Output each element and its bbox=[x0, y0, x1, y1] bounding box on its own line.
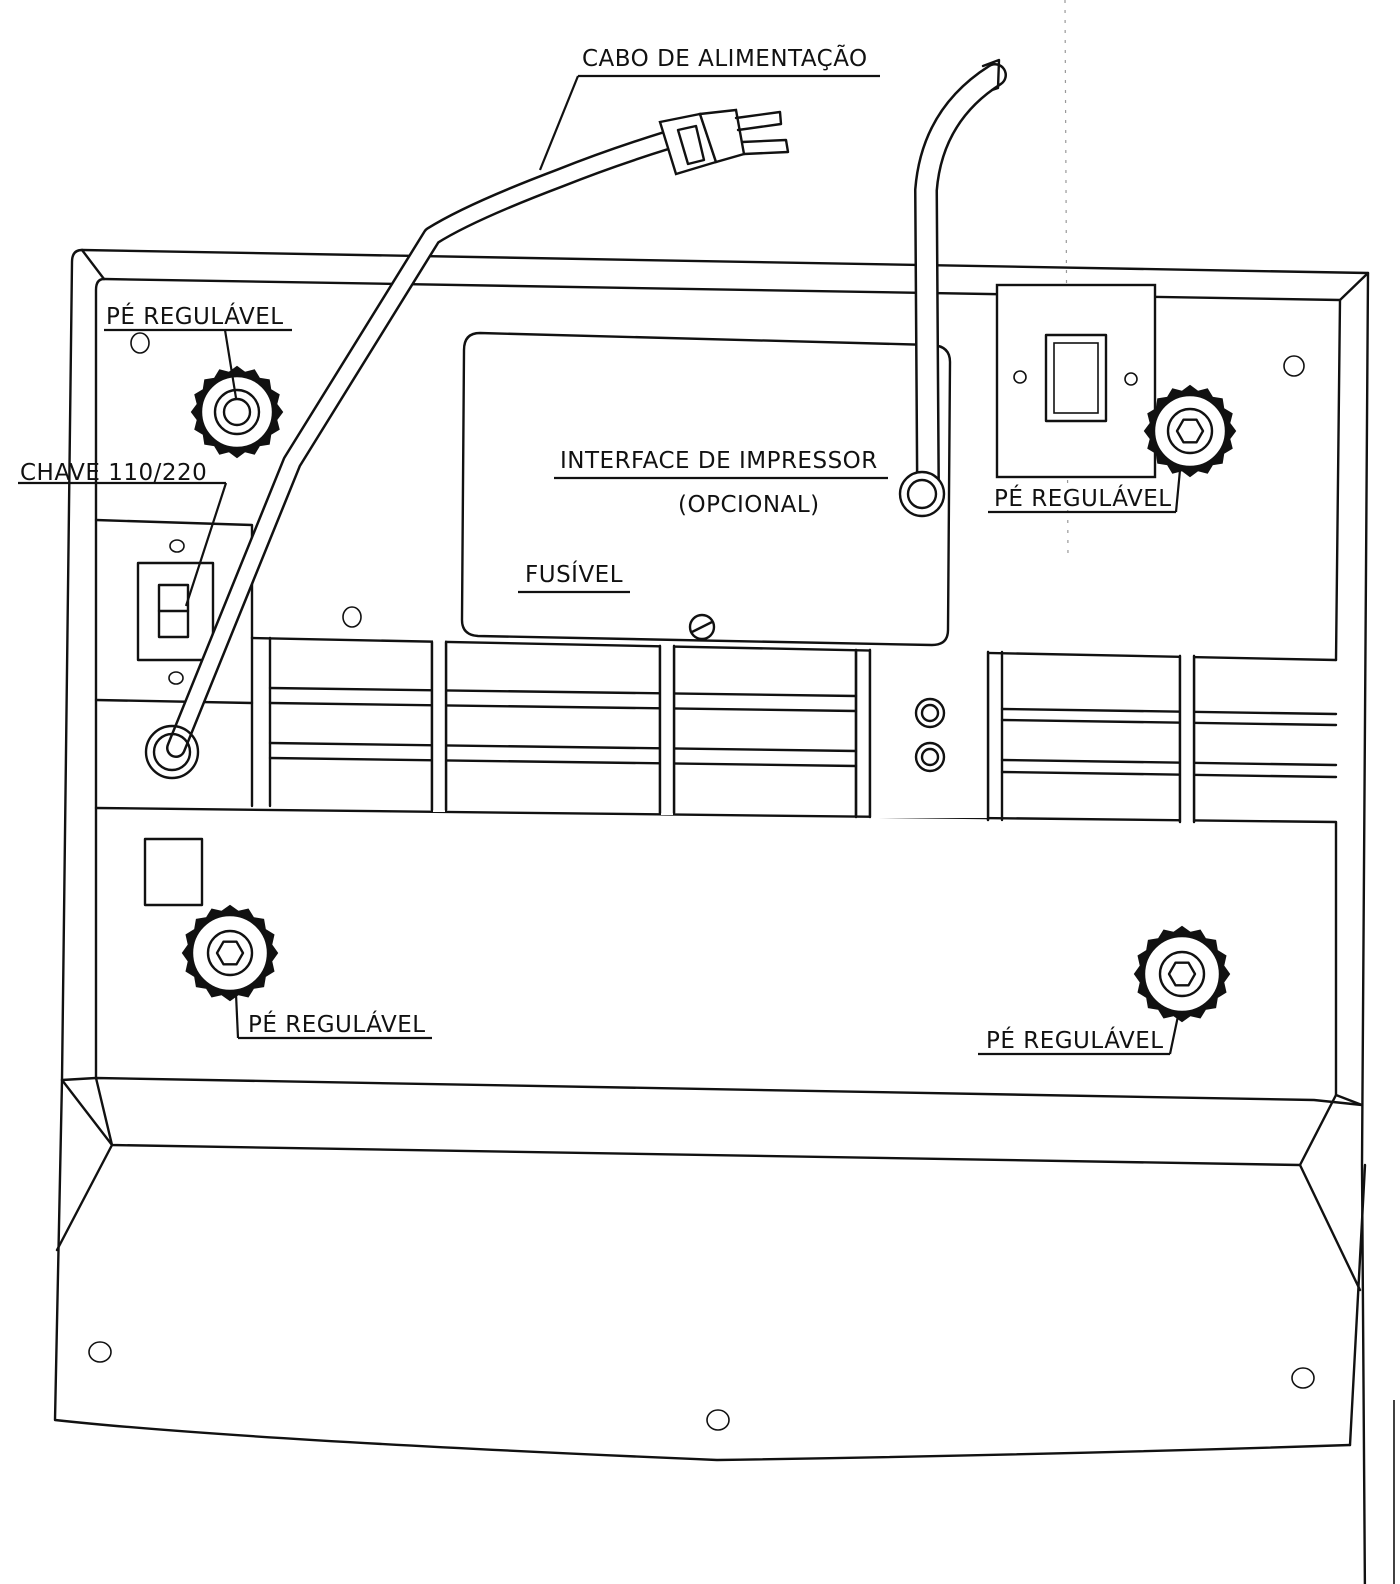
tray-right-edge bbox=[1298, 1163, 1362, 1292]
housing-outer-left-bottom bbox=[53, 248, 1352, 1462]
knob-ring bbox=[213, 388, 261, 436]
adjustable-foot-bottom-right bbox=[1133, 925, 1231, 1023]
left-lower-square bbox=[143, 837, 204, 907]
label-fuse: FUSÍVEL bbox=[525, 560, 623, 588]
label-power-cable: CABO DE ALIMENTAÇÃO bbox=[582, 44, 868, 72]
connector-jack bbox=[914, 697, 946, 729]
power-cable-body bbox=[168, 132, 676, 756]
vent-slats-right bbox=[1000, 707, 1338, 779]
scan-artifact-line bbox=[1064, 0, 1069, 561]
housing-outer-right bbox=[80, 248, 1370, 1584]
label-adjustable-foot-top-right: PÉ REGULÁVEL bbox=[994, 484, 1172, 512]
leader-line bbox=[184, 482, 228, 607]
housing bbox=[53, 248, 1370, 1584]
leader-line bbox=[1174, 469, 1182, 513]
printer-interface-plate bbox=[460, 331, 952, 647]
upper-panel bbox=[94, 283, 1338, 907]
lower-band-inner bbox=[94, 1076, 1364, 1167]
connector-jack bbox=[914, 741, 946, 773]
knob-ring bbox=[206, 929, 254, 977]
cable-grommet bbox=[144, 724, 200, 780]
mount-hole bbox=[1124, 372, 1138, 386]
fuse-screw-slot bbox=[690, 620, 714, 634]
adjustable-foot-top-left bbox=[190, 365, 284, 459]
leader-line bbox=[1168, 1015, 1180, 1055]
mount-hole bbox=[1013, 370, 1027, 384]
printer-cable bbox=[898, 58, 1007, 518]
knob-hex-nut bbox=[1167, 961, 1197, 987]
mount-hole bbox=[169, 539, 185, 553]
leader-line bbox=[223, 329, 238, 399]
mount-hole bbox=[88, 1341, 112, 1363]
lower-band-top bbox=[60, 1076, 1364, 1107]
printer-cable-grommet-inner bbox=[906, 478, 938, 510]
label-adjustable-foot-bottom-right: PÉ REGULÁVEL bbox=[986, 1026, 1164, 1054]
connector-jack-inner bbox=[920, 703, 940, 723]
label-adjustable-foot-top-left: PÉ REGULÁVEL bbox=[106, 302, 284, 330]
connector-jack-inner bbox=[920, 747, 940, 767]
voltage-switch-housing bbox=[136, 561, 215, 662]
leader-line bbox=[234, 993, 240, 1039]
printer-cable-grommet bbox=[898, 470, 946, 518]
knob-face bbox=[190, 913, 270, 993]
vent-grille bbox=[250, 636, 1338, 824]
mount-hole bbox=[706, 1409, 730, 1431]
switch-section-outline bbox=[94, 518, 254, 640]
label-printer-interface-optional: (OPCIONAL) bbox=[678, 492, 820, 518]
plug-prong bbox=[740, 138, 790, 156]
knob-center bbox=[222, 397, 252, 427]
mount-hole bbox=[1283, 355, 1305, 377]
leader-line bbox=[538, 75, 580, 171]
tray-left-edge bbox=[55, 1143, 114, 1252]
label-voltage-switch: CHAVE 110/220 bbox=[20, 460, 207, 486]
housing-bottom-right-edge bbox=[1348, 1163, 1367, 1447]
knob-hex-nut bbox=[1175, 418, 1205, 444]
adjustable-foot-top-right bbox=[1143, 384, 1237, 478]
knob-ring bbox=[1158, 950, 1206, 998]
mount-hole bbox=[168, 671, 184, 685]
adjustable-foot-bottom-left bbox=[181, 904, 279, 1002]
plug-prong bbox=[734, 110, 783, 132]
bevel-bottom-left bbox=[60, 1078, 114, 1147]
label-printer-interface: INTERFACE DE IMPRESSOR bbox=[560, 448, 878, 474]
knob-hex-nut bbox=[215, 940, 245, 966]
adjustable-feet bbox=[181, 365, 1237, 1023]
knob-face bbox=[1152, 393, 1228, 469]
mount-hole bbox=[1291, 1367, 1315, 1389]
power-cable bbox=[144, 108, 790, 780]
label-adjustable-foot-bottom-left: PÉ REGULÁVEL bbox=[248, 1010, 426, 1038]
knob-face bbox=[1142, 934, 1222, 1014]
cable-grommet-inner bbox=[152, 732, 192, 772]
knob-face bbox=[199, 374, 275, 450]
mount-hole bbox=[130, 332, 150, 354]
power-plug bbox=[658, 108, 790, 176]
bevel-top-right bbox=[1338, 271, 1370, 302]
right-switch-box bbox=[995, 283, 1157, 479]
lower-panel-top bbox=[94, 806, 1338, 1097]
switch-section-divider bbox=[94, 698, 254, 705]
right-switch-button bbox=[1044, 333, 1108, 423]
bevel-top-left bbox=[80, 248, 106, 281]
inner-panel-left bbox=[94, 277, 106, 1080]
printer-cable-cut-end bbox=[981, 58, 1001, 92]
callouts: CABO DE ALIMENTAÇÃO PÉ REGULÁVEL CHAVE 1… bbox=[18, 44, 1182, 1056]
right-switch-button-inner bbox=[1053, 342, 1099, 414]
plug-grip bbox=[676, 124, 706, 166]
mount-hole bbox=[342, 606, 362, 628]
knob-ring bbox=[1166, 407, 1214, 455]
vent-slats-left bbox=[268, 686, 858, 768]
vent-divider-fill bbox=[433, 640, 1193, 824]
printer-cable-body bbox=[916, 65, 1005, 502]
